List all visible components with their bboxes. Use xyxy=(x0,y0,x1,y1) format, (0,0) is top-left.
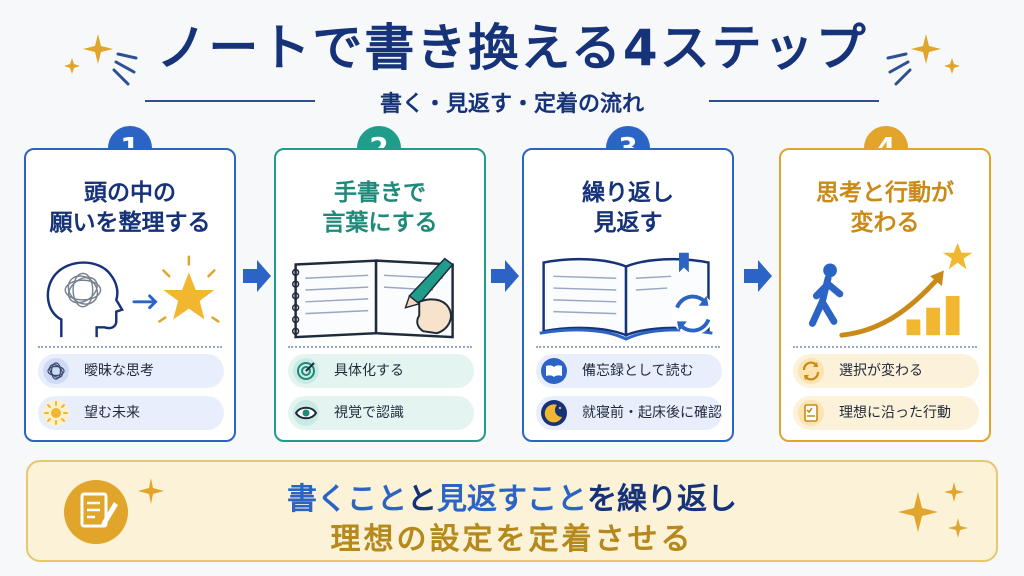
arrow-right-icon xyxy=(491,260,519,292)
notebook-pen-illustration xyxy=(291,257,454,339)
sparkles-left-icon xyxy=(64,34,138,86)
sun-icon xyxy=(43,400,69,426)
step-2-item-2: 視覚で認識 xyxy=(288,396,474,430)
step-1-title: 頭の中の 願いを整理する xyxy=(49,180,211,236)
subtitle-row: 書く・見返す・定着の流れ xyxy=(145,86,879,117)
arrow-right-icon xyxy=(744,260,772,292)
step-4-title: 思考と行動が 変わる xyxy=(816,180,954,236)
eye-icon xyxy=(293,400,319,426)
step-3-item-2: 就寝前・起床後に確認 xyxy=(536,396,722,430)
step-4-item-1: 選択が変わる xyxy=(793,354,979,388)
step-1-divider xyxy=(38,346,222,348)
arrow-right-icon xyxy=(243,260,271,292)
step-2-item-2-label: 視覚で認識 xyxy=(334,405,404,421)
target-icon xyxy=(293,358,319,384)
step-2-title: 手書きで 言葉にする xyxy=(322,180,438,236)
page-title: ノートで書き換える4ステップ xyxy=(156,19,868,77)
subtitle-rule-left xyxy=(145,100,315,102)
step-4-item-2: 理想に沿った行動 xyxy=(793,396,979,430)
step-3-card: 繰り返し 見返す 備忘録として読む 就寝前・起床後に確認 xyxy=(522,148,734,442)
cycle-icon xyxy=(798,358,824,384)
step-2-card: 手書きで 言葉にする 具体化する 視覚で認識 xyxy=(274,148,486,442)
step-4-item-2-label: 理想に沿った行動 xyxy=(839,405,951,421)
book-icon xyxy=(541,358,567,384)
summary-banner: 書くことと見返すことを繰り返し 理想の設定を定着させる xyxy=(26,460,998,562)
checklist-icon xyxy=(798,400,824,426)
head-to-star-illustration xyxy=(46,255,220,338)
sparkles-cluster-icon xyxy=(898,482,968,538)
step-1-item-2: 望む未来 xyxy=(38,396,224,430)
step-2-divider xyxy=(288,346,472,348)
step-4-item-1-label: 選択が変わる xyxy=(839,363,923,379)
moon-icon xyxy=(541,400,567,426)
notepad-pen-icon xyxy=(64,480,128,544)
step-2-item-1-label: 具体化する xyxy=(334,363,404,379)
step-2-item-1: 具体化する xyxy=(288,354,474,388)
step-3-title: 繰り返し 見返す xyxy=(582,180,674,236)
step-1-item-1-label: 曖昧な思考 xyxy=(84,363,154,379)
step-3-item-1: 備忘録として読む xyxy=(536,354,722,388)
step-1-card: 頭の中の 願いを整理する 曖昧な思考 xyxy=(24,148,236,442)
step-1-item-1: 曖昧な思考 xyxy=(38,354,224,388)
step-4-card: 思考と行動が 変わる 選択が変わる 理想に沿った行動 xyxy=(779,148,991,442)
step-4-divider xyxy=(793,346,977,348)
book-refresh-illustration xyxy=(539,252,715,341)
banner-line-1: 書くことと見返すことを繰り返し xyxy=(287,482,737,517)
step-3-item-2-label: 就寝前・起床後に確認 xyxy=(582,405,722,421)
subtitle: 書く・見返す・定着の流れ xyxy=(379,92,644,117)
step-3-item-1-label: 備忘録として読む xyxy=(582,363,694,379)
sparkles-right-icon xyxy=(886,34,960,86)
step-3-divider xyxy=(536,346,720,348)
subtitle-rule-right xyxy=(709,100,879,102)
tangle-icon xyxy=(43,358,69,384)
banner-line-2: 理想の設定を定着させる xyxy=(330,522,694,557)
step-1-item-2-label: 望む未来 xyxy=(84,405,140,421)
walker-growth-illustration xyxy=(808,242,973,338)
sparkle-icon xyxy=(138,478,164,504)
